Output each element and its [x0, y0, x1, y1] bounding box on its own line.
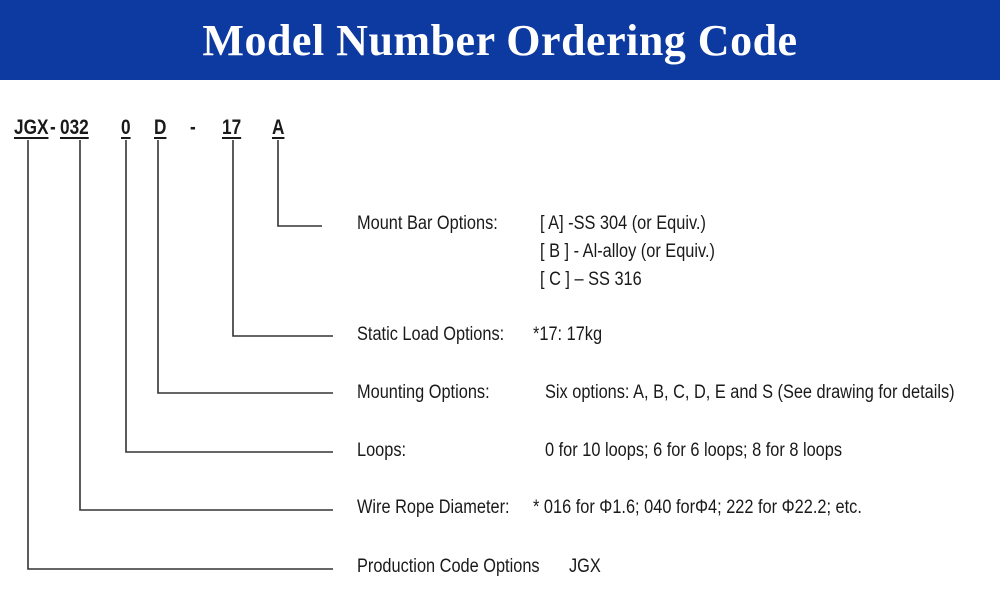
leader-production [27, 140, 333, 570]
mount-bar-option-b: [ B ] - Al-alloy (or Equiv.) [540, 241, 715, 262]
page-title: Model Number Ordering Code [202, 15, 798, 65]
wire-rope-label: Wire Rope Diameter: [357, 497, 510, 518]
loops-value: 0 for 10 loops; 6 for 6 loops; 8 for 8 l… [545, 440, 843, 461]
leader-static-load [232, 140, 333, 337]
loops-label: Loops: [357, 440, 407, 461]
code-load: 17 [222, 116, 242, 139]
mounting-value: Six options: A, B, C, D, E and S (See dr… [545, 382, 955, 403]
mounting-label: Mounting Options: [357, 382, 490, 403]
code-loops: 0 [121, 116, 131, 139]
code-production: JGX [14, 116, 49, 139]
production-label: Production Code Options [357, 556, 540, 577]
mount-bar-option-c: [ C ] – SS 316 [540, 269, 642, 290]
code-mounting: D [154, 116, 167, 139]
wire-rope-value: * 016 for Φ1.6; 040 forΦ4; 222 for Φ22.2… [533, 497, 862, 518]
code-dash-2: - [190, 116, 196, 139]
title-banner: Model Number Ordering Code [0, 0, 1000, 80]
production-value: JGX [569, 556, 601, 577]
static-load-label: Static Load Options: [357, 324, 505, 345]
code-diameter: 032 [60, 116, 89, 139]
leader-wire-rope [79, 140, 333, 511]
static-load-value: *17: 17kg [533, 324, 603, 345]
leader-mount-bar [277, 140, 322, 227]
leader-mounting [157, 140, 333, 394]
mount-bar-option-a: [ A] -SS 304 (or Equiv.) [540, 213, 706, 234]
code-mountbar: A [272, 116, 285, 139]
mount-bar-label: Mount Bar Options: [357, 213, 498, 234]
leader-loops [125, 140, 333, 453]
code-dash-1: - [50, 116, 56, 139]
